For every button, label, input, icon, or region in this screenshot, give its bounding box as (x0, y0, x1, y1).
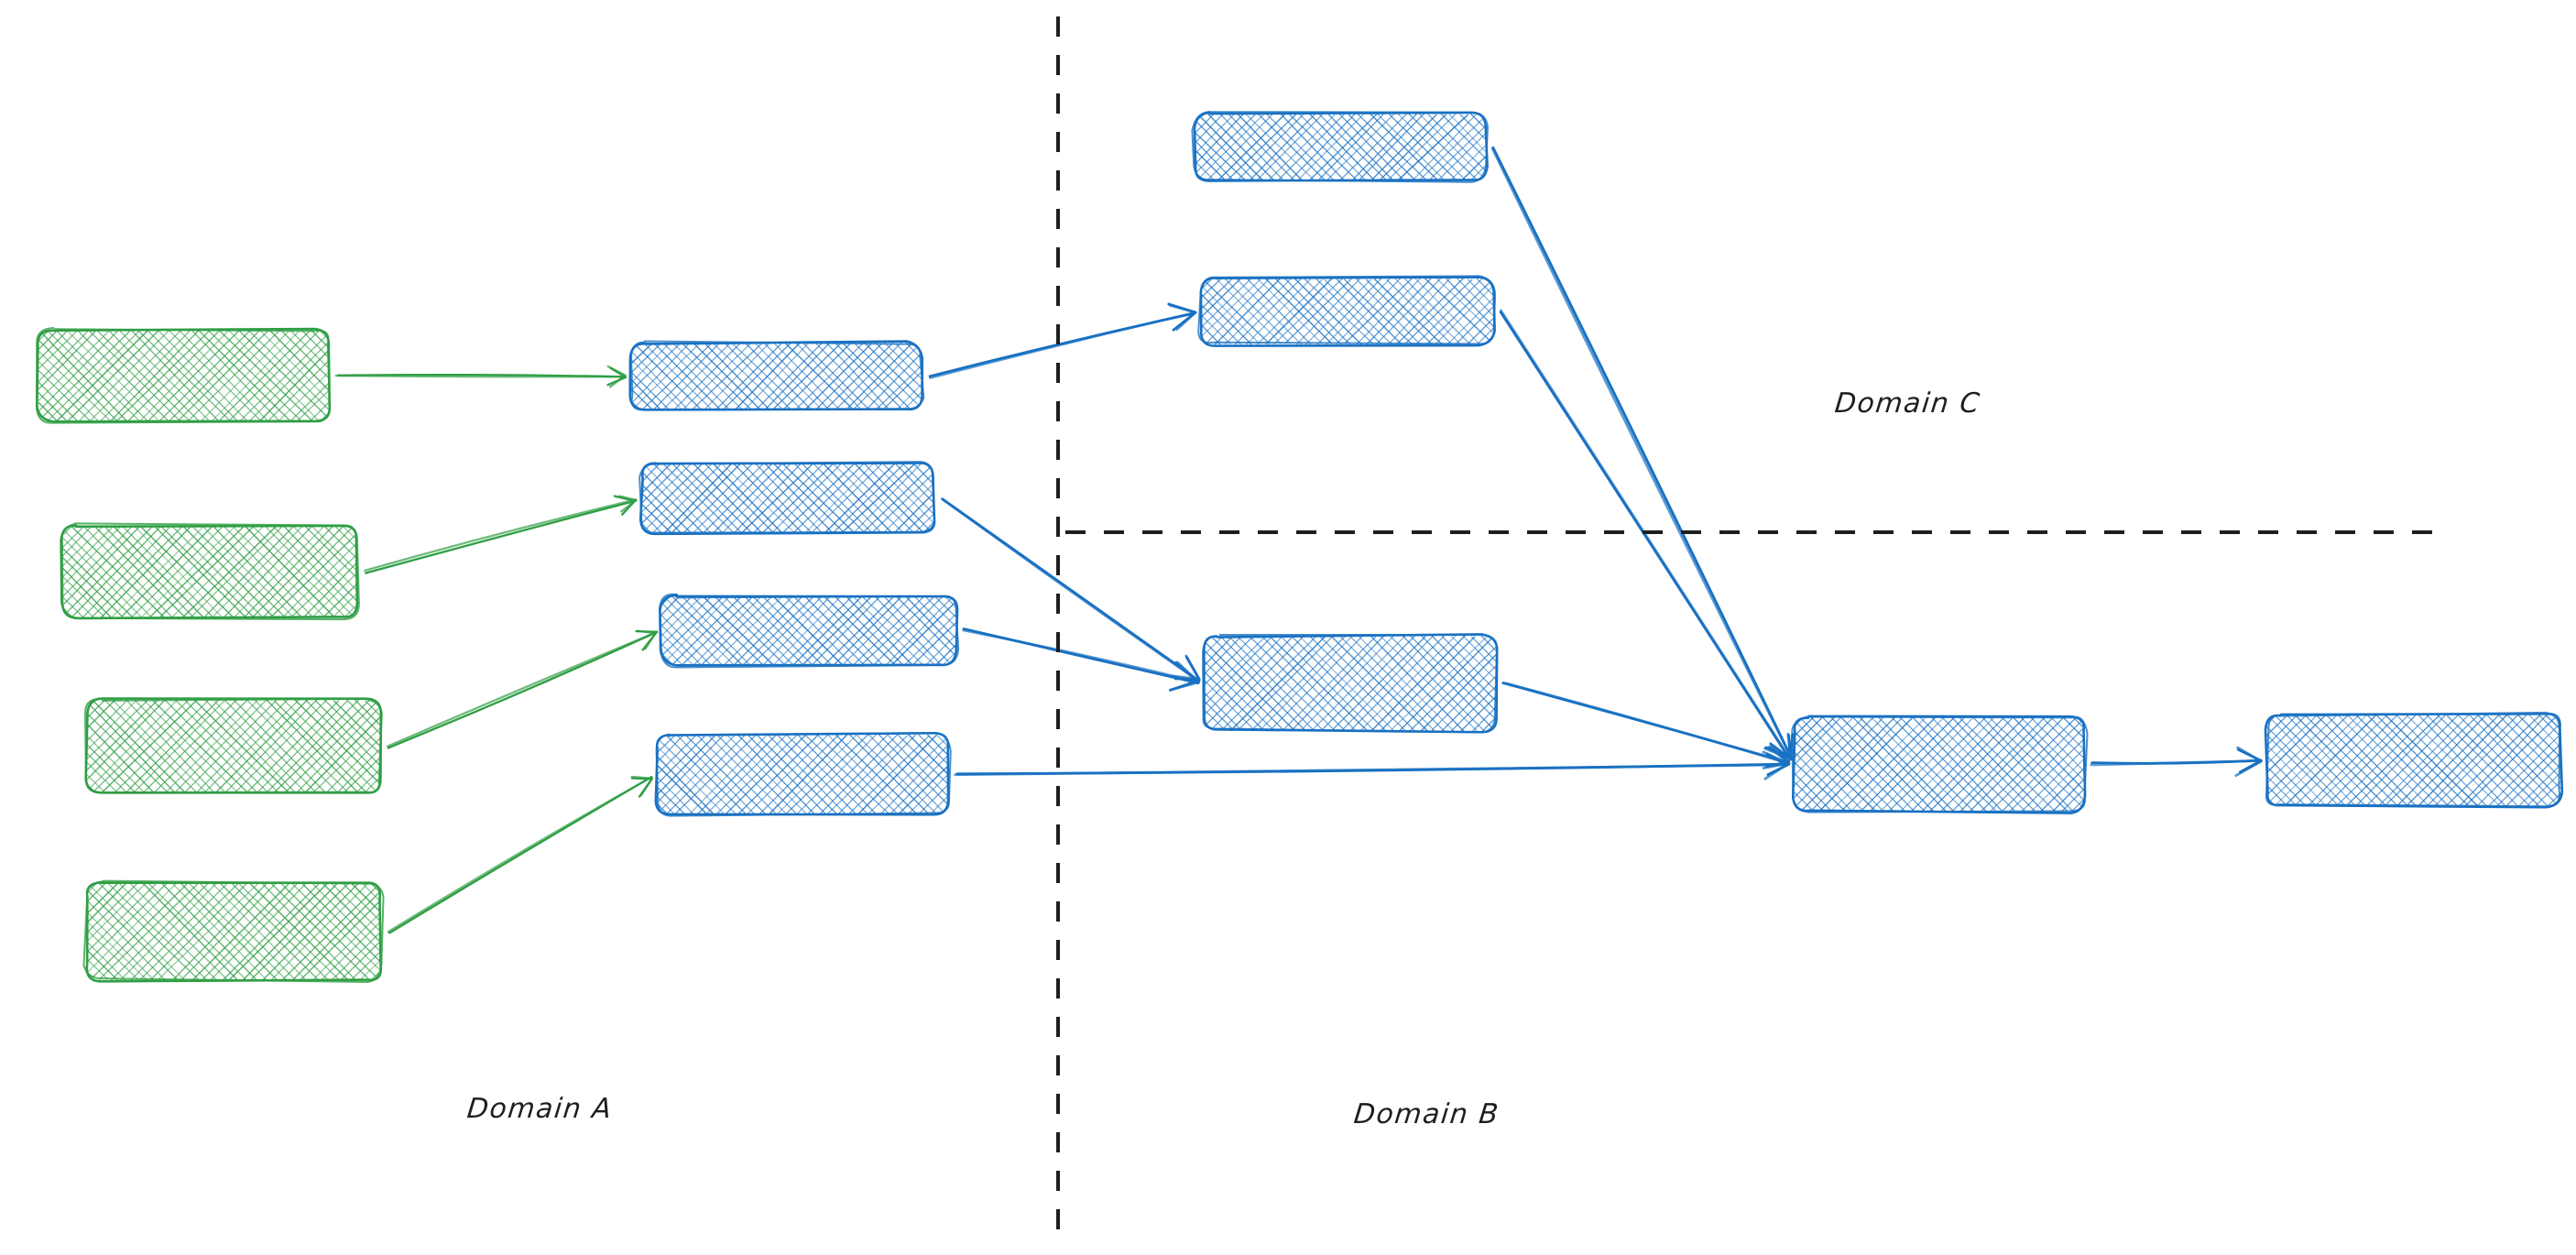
node-a3 (84, 697, 383, 794)
node-a1[interactable] (38, 330, 330, 421)
node-a4[interactable] (86, 883, 381, 980)
edge-b1-c2 (928, 302, 1197, 379)
node-d1 (1791, 715, 2089, 814)
node-b3[interactable] (661, 595, 956, 665)
node-a1 (35, 327, 332, 424)
node-d1[interactable] (1794, 716, 2085, 812)
node-b3 (658, 593, 960, 669)
label-domain-c: Domain C (1833, 387, 1982, 420)
edge-c1-d1 (1490, 146, 1795, 761)
edge-b3-c3 (962, 628, 1200, 692)
edge-a4-b4 (387, 775, 654, 934)
node-c2[interactable] (1200, 278, 1493, 344)
node-e1[interactable] (2266, 715, 2561, 806)
node-b2 (639, 461, 936, 536)
node-c1[interactable] (1195, 114, 1486, 181)
label-domain-a: Domain A (465, 1093, 615, 1125)
node-c2 (1197, 275, 1497, 347)
node-b4[interactable] (656, 735, 949, 815)
edge-b4-d1 (954, 750, 1791, 780)
node-c3[interactable] (1204, 636, 1497, 731)
node-a2[interactable] (62, 526, 357, 617)
edge-a3-b3 (386, 629, 659, 749)
node-b2[interactable] (641, 464, 934, 533)
node-b1[interactable] (630, 343, 922, 410)
node-a4 (82, 879, 385, 983)
node-a3[interactable] (86, 700, 381, 793)
node-c1 (1191, 111, 1490, 183)
node-a2 (60, 522, 360, 621)
node-c3 (1202, 633, 1499, 734)
edge-c2-d1 (1499, 309, 1793, 761)
edge-a1-b1 (334, 365, 628, 388)
node-b1 (628, 340, 925, 411)
edge-c3-d1 (1501, 682, 1791, 769)
edge-d1-e1 (2090, 746, 2263, 777)
node-e1 (2264, 711, 2564, 809)
node-b4 (654, 732, 952, 817)
edge-a2-b2 (364, 495, 638, 574)
label-domain-b: Domain B (1352, 1098, 1501, 1130)
